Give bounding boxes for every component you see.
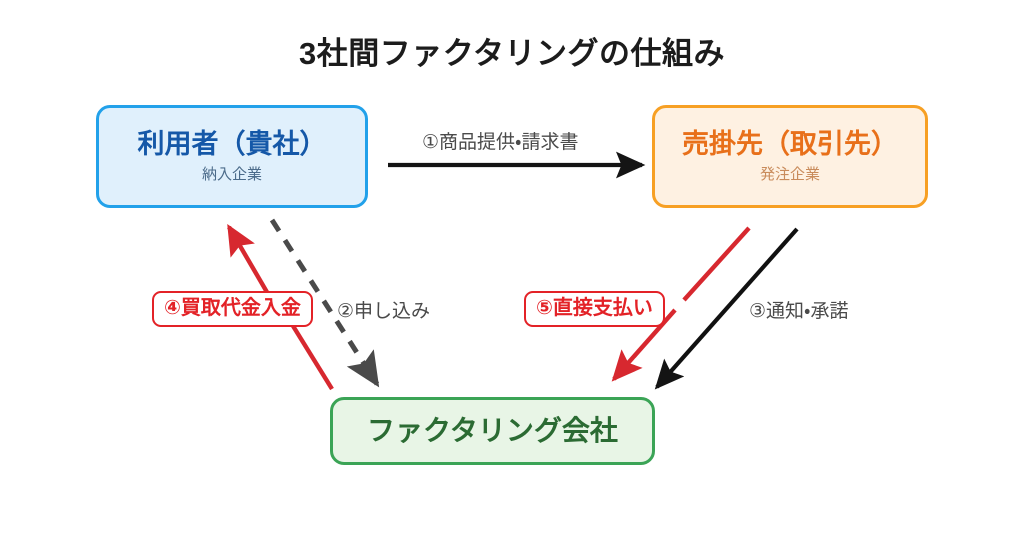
flow-label-4: ④買取代金入金 (152, 291, 313, 327)
node-payer-title: 売掛先（取引先） (682, 128, 898, 159)
node-user-subtitle: 納入企業 (201, 166, 262, 184)
node-payer-subtitle: 発注企業 (759, 166, 820, 184)
flow-label-1: ①商品提供・請求書 (422, 132, 579, 153)
arrow-flow-5-tail (682, 226, 751, 302)
page-title: 3社間ファクタリングの仕組み (299, 36, 725, 71)
node-payer[interactable]: 売掛先（取引先） 発注企業 (652, 105, 928, 208)
node-factoring-company-title: ファクタリング会社 (367, 415, 618, 447)
node-user-title: 利用者（貴社） (137, 128, 327, 159)
node-user[interactable]: 利用者（貴社） 納入企業 (96, 105, 368, 208)
node-factoring-company[interactable]: ファクタリング会社 (330, 397, 655, 465)
flow-label-5: ⑤直接支払い (524, 291, 665, 327)
flow-label-2: ②申し込み (337, 301, 431, 322)
flow-label-3: ③通知・承諾 (749, 301, 849, 322)
